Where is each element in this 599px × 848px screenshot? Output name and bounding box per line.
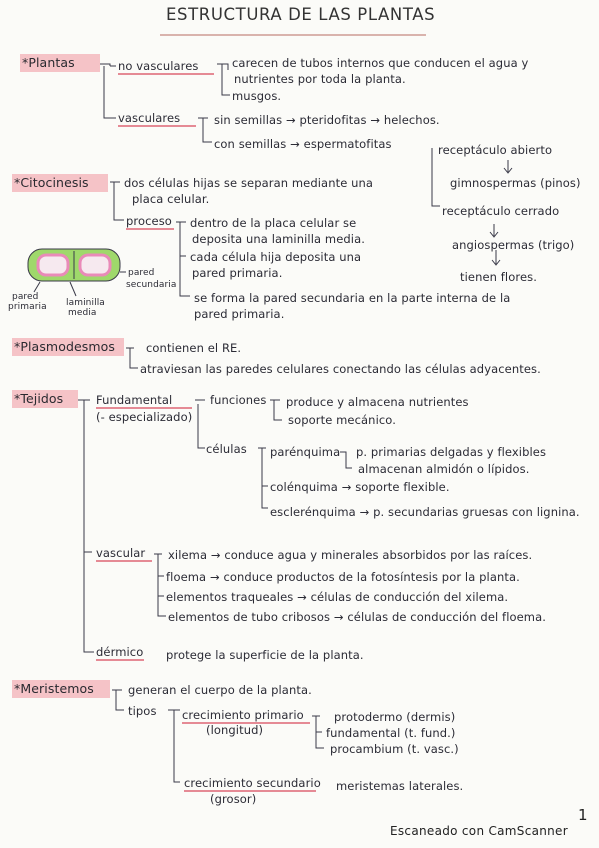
label-pared-primaria-2: primaria <box>8 302 47 312</box>
meristemas-laterales: meristemas laterales. <box>336 779 464 793</box>
vascular-2: floema → conduce productos de la fotosín… <box>166 570 520 584</box>
tienen-flores: tienen flores. <box>460 270 537 284</box>
underline-vasculares <box>118 125 196 127</box>
colenquima: colénquima → soporte flexible. <box>270 480 450 494</box>
vascular-4: elementos de tubo cribosos → células de … <box>168 610 547 624</box>
funciones-label: funciones <box>210 393 267 407</box>
con-semillas: con semillas → espermatofitas <box>214 137 392 151</box>
funcion-1: produce y almacena nutrientes <box>286 395 469 409</box>
proceso-2b: pared primaria. <box>192 266 283 280</box>
underline-crecimiento-primario <box>182 722 310 724</box>
highlight-tejidos <box>12 390 78 408</box>
receptaculo-cerrado: receptáculo cerrado <box>442 204 560 218</box>
esclerenquima: esclerénquima → p. secundarias gruesas c… <box>270 505 580 519</box>
crecimiento-primario: crecimiento primario <box>182 708 304 722</box>
proceso-1b: deposita una laminilla media. <box>192 232 365 246</box>
meristemos-desc: generan el cuerpo de la planta. <box>128 683 312 697</box>
plasmodesmos-desc-2: atraviesan las paredes celulares conecta… <box>140 362 541 376</box>
label-pared-primaria-1: pared <box>12 292 39 302</box>
no-vasculares-label: no vasculares <box>118 59 199 73</box>
title-underline <box>160 4 426 36</box>
proceso-2a: cada célula hija deposita una <box>190 250 362 264</box>
no-vasculares-desc-2: nutrientes por toda la planta. <box>234 72 406 86</box>
page-title: ESTRUCTURA DE LAS PLANTAS <box>166 5 436 24</box>
heading-plantas: *Plantas <box>22 55 75 70</box>
gimnospermas: gimnospermas (pinos) <box>450 176 581 190</box>
heading-meristemos: *Meristemos <box>14 681 94 696</box>
vascular-3: elementos traqueales → células de conduc… <box>166 590 509 604</box>
dermico-desc: protege la superficie de la planta. <box>166 648 364 662</box>
sin-semillas: sin semillas → pteridofitas → helechos. <box>214 113 440 127</box>
protodermo: protodermo (dermis) <box>334 710 456 724</box>
underline-dermico <box>96 659 144 661</box>
page-number: 1 <box>578 806 588 824</box>
vascular-1: xilema → conduce agua y minerales absorb… <box>168 548 533 562</box>
cell-division-diagram <box>27 248 121 282</box>
vasculares-label: vasculares <box>118 111 181 125</box>
highlight-plasmodesmos <box>12 338 124 356</box>
plasmodesmos-desc-1: contienen el RE. <box>146 341 242 355</box>
underline-crecimiento-secundario <box>184 790 316 792</box>
no-vasculares-desc-1: carecen de tubos internos que conducen e… <box>232 56 529 70</box>
proceso-1a: dentro de la placa celular se <box>190 216 357 230</box>
longitud: (longitud) <box>206 723 264 737</box>
tipos-label: tipos <box>128 704 157 718</box>
daughter-cell-right <box>78 253 112 277</box>
no-vasculares-musgos: musgos. <box>232 89 282 103</box>
underline-no-vasculares <box>118 73 214 75</box>
angiospermas: angiospermas (trigo) <box>452 238 575 252</box>
label-laminilla-1: laminilla <box>66 298 105 308</box>
highlight-plantas <box>20 54 100 72</box>
label-laminilla-2: media <box>68 308 97 318</box>
heading-tejidos: *Tejidos <box>14 391 64 406</box>
highlight-citocinesis <box>12 174 108 192</box>
proceso-3a: se forma la pared secundaria en la parte… <box>194 291 511 305</box>
underline-fundamental <box>96 407 192 409</box>
heading-citocinesis: *Citocinesis <box>14 175 89 190</box>
fundamental-meristemo: fundamental (t. fund.) <box>326 726 456 740</box>
camscanner-watermark: Escaneado con CamScanner <box>390 824 568 838</box>
citocinesis-desc-2: placa celular. <box>132 192 210 206</box>
parenquima-1: p. primarias delgadas y flexibles <box>356 445 547 459</box>
daughter-cell-left <box>36 253 70 277</box>
procambium: procambium (t. vasc.) <box>330 742 459 756</box>
grosor: (grosor) <box>210 792 257 806</box>
parenquima-2: almacenan almidón o lípidos. <box>358 462 530 476</box>
highlight-meristemos <box>12 680 110 698</box>
citocinesis-desc-1: dos células hijas se separan mediante un… <box>124 176 374 190</box>
label-pared-secundaria-2: secundaria <box>126 280 177 290</box>
crecimiento-secundario: crecimiento secundario <box>184 776 321 790</box>
parenquima-label: parénquima <box>270 445 341 459</box>
underline-proceso <box>126 228 174 230</box>
proceso-3b: pared primaria. <box>194 307 285 321</box>
menos-especializado: (- especializado) <box>96 410 193 424</box>
proceso-label: proceso <box>126 214 172 228</box>
celulas-label: células <box>206 442 247 456</box>
underline-vascular <box>96 560 152 562</box>
receptaculo-abierto: receptáculo abierto <box>438 143 553 157</box>
dermico-label: dérmico <box>96 645 144 659</box>
label-pared-secundaria-1: pared <box>128 268 155 278</box>
vascular-label: vascular <box>96 546 146 560</box>
heading-plasmodesmos: *Plasmodesmos <box>14 339 116 354</box>
fundamental-label: Fundamental <box>96 393 173 407</box>
funcion-2: soporte mecánico. <box>288 413 396 427</box>
